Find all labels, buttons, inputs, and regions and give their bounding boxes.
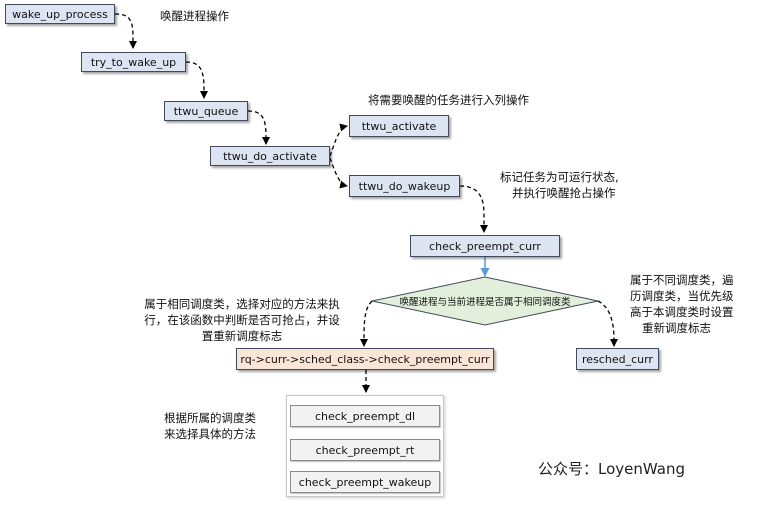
note-diff-class: 属于不同调度类，遍 历调度类，当优先级 高于本调度类时设置 重新调度标志 (630, 272, 734, 336)
arrow-try-to-queue (185, 61, 208, 99)
note-enqueue: 将需要唤醒的任务进行入列操作 (368, 93, 529, 107)
node-ttwu-queue: ttwu_queue (164, 101, 248, 121)
node-check-preempt-rt: check_preempt_rt (290, 439, 440, 461)
note-diff-class-line2: 历调度类，当优先级 (630, 289, 734, 303)
node-resched-curr: resched_curr (576, 348, 659, 370)
note-diff-class-line1: 属于不同调度类，遍 (630, 273, 734, 287)
note-same-class-line2: 行，在该函数中判断是否可抢占，并设 (144, 313, 340, 327)
node-wake-up-process: wake_up_process (5, 4, 115, 24)
note-same-class-line3: 置重新调度标志 (201, 329, 283, 343)
node-try-to-wake-up: try_to_wake_up (81, 52, 186, 72)
arrow-doactivate-to-dowakeup (329, 157, 348, 189)
arrow-queue-to-activate (247, 110, 270, 145)
note-mark-running-line1: 标记任务为可运行状态, (500, 170, 619, 184)
arrow-diamond-to-rq (360, 300, 373, 347)
arrow-diamond-to-resched (597, 300, 618, 347)
note-same-class-line1: 属于相同调度类，选择对应的方法来执 (144, 297, 340, 311)
note-diff-class-line3: 高于本调度类时设置 (630, 305, 734, 319)
node-ttwu-do-wakeup: ttwu_do_wakeup (349, 175, 460, 197)
node-rq-sched-class: rq->curr->sched_class->check_preempt_cur… (236, 348, 494, 370)
node-ttwu-activate: ttwu_activate (349, 115, 449, 137)
note-by-class: 根据所属的调度类 来选择具体的方法 (164, 410, 256, 442)
node-check-preempt-curr: check_preempt_curr (410, 235, 560, 257)
note-by-class-line2: 来选择具体的方法 (164, 427, 256, 441)
arrow-dowakeup-to-checkpreempt (459, 185, 488, 233)
node-check-preempt-dl: check_preempt_dl (290, 405, 440, 427)
note-wakeup-op: 唤醒进程操作 (160, 9, 229, 23)
note-by-class-line1: 根据所属的调度类 (164, 411, 256, 425)
note-mark-running-line2: 并执行唤醒抢占操作 (512, 186, 616, 200)
decision-label: 唤醒进程与当前进程是否属于相同调度类 (399, 297, 571, 308)
watermark: 公众号：LoyenWang (538, 460, 685, 478)
node-check-preempt-wakeup: check_preempt_wakeup (290, 471, 440, 493)
note-mark-running: 标记任务为可运行状态, 并执行唤醒抢占操作 (500, 169, 619, 201)
note-diff-class-line4: 重新调度标志 (642, 321, 711, 335)
node-ttwu-do-activate: ttwu_do_activate (210, 146, 330, 166)
arrow-doactivate-to-activate (329, 123, 348, 157)
arrow-wake-to-try (114, 13, 137, 49)
note-same-class: 属于相同调度类，选择对应的方法来执 行，在该函数中判断是否可抢占，并设 置重新调… (124, 296, 360, 344)
